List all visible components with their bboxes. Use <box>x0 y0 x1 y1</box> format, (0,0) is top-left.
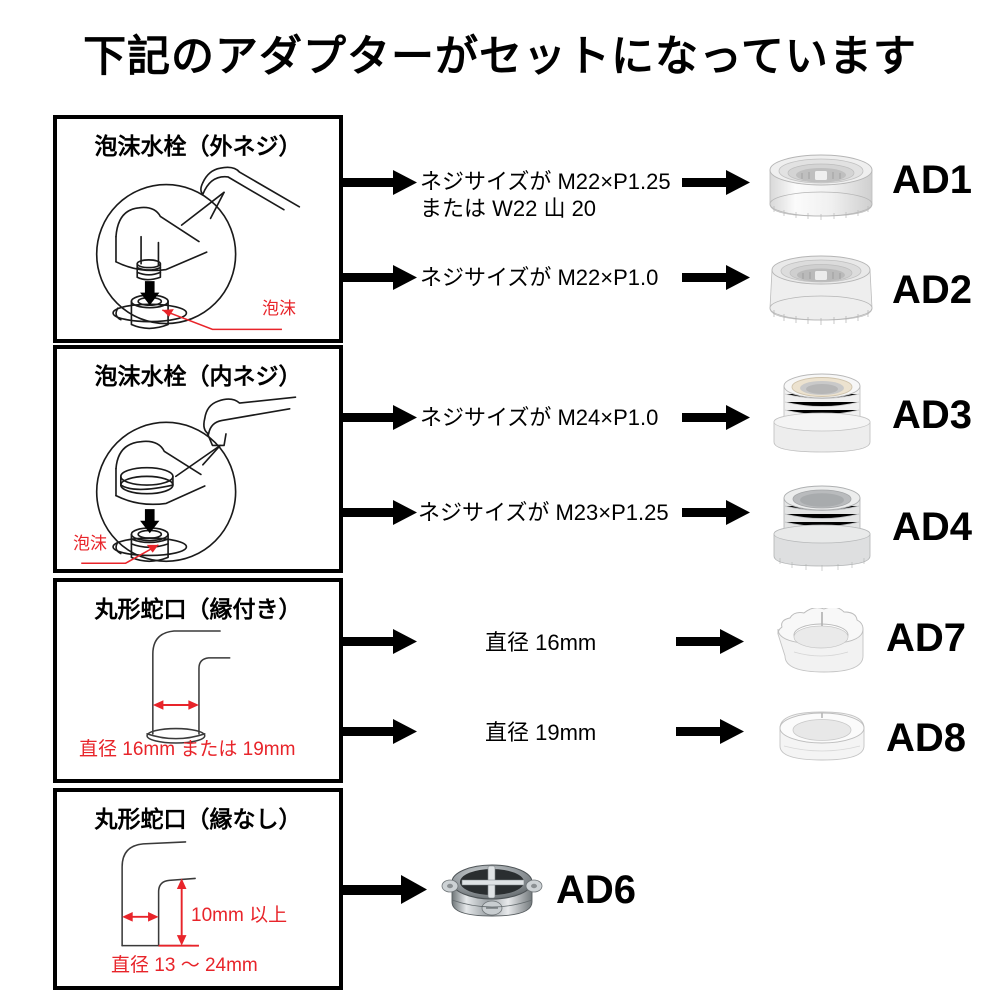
product-image-ad6 <box>441 864 543 917</box>
product-image-ad2 <box>769 255 873 325</box>
aerator-callout-label-2: 泡沫 <box>73 534 107 553</box>
faucet-type-label-1: 泡沫水栓（外ネジ） <box>94 133 302 159</box>
condition-line-5a: 直径 16mm <box>485 630 597 655</box>
product-image-ad3 <box>773 373 871 453</box>
arrow-box2-to-cond4 <box>343 500 417 525</box>
arrow-box1-to-cond2 <box>343 265 417 290</box>
arrow-box1-to-cond1 <box>343 170 417 195</box>
condition-text-1: ネジサイズが M22×P1.25 または W22 山 20 <box>420 168 671 222</box>
faucet-type-card-2: 泡沫水栓（内ネジ） <box>53 345 343 573</box>
faucet-type-label-4: 丸形蛇口（縁なし） <box>94 806 302 832</box>
faucet-illustration-2 <box>81 396 297 564</box>
arrow-cond2-to-ad2 <box>682 265 750 290</box>
adapter-label-ad2: AD2 <box>892 268 973 312</box>
adapter-label-ad3: AD3 <box>892 393 973 437</box>
arrow-box3-to-cond6 <box>343 719 417 744</box>
faucet-type-label-3: 丸形蛇口（縁付き） <box>94 596 302 622</box>
faucet-illustration-4 <box>121 841 199 947</box>
diameter-note-3: 直径 16mm または 19mm <box>79 739 296 760</box>
condition-line-2a: ネジサイズが M22×P1.0 <box>420 265 659 290</box>
arrow-box3-to-cond5 <box>343 629 417 654</box>
condition-line-1b: または W22 山 20 <box>420 196 597 221</box>
arrow-box2-to-cond3 <box>343 405 417 430</box>
condition-text-4: ネジサイズが M23×P1.25 <box>418 499 669 526</box>
faucet-illustration-3 <box>146 630 231 744</box>
adapter-label-ad1: AD1 <box>892 158 973 202</box>
arrow-cond3-to-ad3 <box>682 405 750 430</box>
faucet-type-card-1: 泡沫水栓（外ネジ） <box>53 115 343 343</box>
insertion-arrow-icon <box>140 281 160 306</box>
condition-line-6a: 直径 19mm <box>485 720 597 745</box>
adapter-label-ad7: AD7 <box>886 616 967 660</box>
product-image-ad8 <box>779 711 865 761</box>
condition-text-6: 直径 19mm <box>485 719 596 746</box>
product-image-ad4 <box>773 485 871 571</box>
condition-line-1a: ネジサイズが M22×P1.25 <box>420 169 671 194</box>
faucet-type-label-2: 泡沫水栓（内ネジ） <box>94 363 302 389</box>
faucet-type-card-3: 丸形蛇口（縁付き） 直径 16mm または 19mm <box>53 578 343 783</box>
condition-text-5: 直径 16mm <box>485 629 596 656</box>
condition-line-3a: ネジサイズが M24×P1.0 <box>420 405 659 430</box>
diameter-note-4: 直径 13 ～ 24mm <box>111 955 258 976</box>
adapter-label-ad4: AD4 <box>892 505 973 549</box>
adapter-label-ad6: AD6 <box>556 868 637 912</box>
adapter-label-ad8: AD8 <box>886 716 967 760</box>
arrow-cond4-to-ad4 <box>682 500 750 525</box>
insertion-arrow-icon <box>140 509 160 534</box>
condition-text-3: ネジサイズが M24×P1.0 <box>420 404 658 431</box>
product-image-ad7 <box>777 608 864 673</box>
condition-line-4a: ネジサイズが M23×P1.25 <box>418 500 669 525</box>
arrow-cond1-to-ad1 <box>682 170 750 195</box>
product-image-ad1 <box>769 154 873 220</box>
page-title: 下記のアダプターがセットになっています <box>83 33 917 81</box>
arrow-box4-to-ad6 <box>343 875 427 904</box>
condition-text-2: ネジサイズが M22×P1.0 <box>420 264 658 291</box>
faucet-illustration-1 <box>95 166 301 331</box>
arrow-cond6-to-ad8 <box>676 719 744 744</box>
faucet-type-card-4: 丸形蛇口（縁なし） 10mm 以上 直径 13 ～ 24mm <box>53 788 343 990</box>
arrow-cond5-to-ad7 <box>676 629 744 654</box>
aerator-callout-label-1: 泡沫 <box>262 299 296 318</box>
height-note-4: 10mm 以上 <box>191 905 288 926</box>
